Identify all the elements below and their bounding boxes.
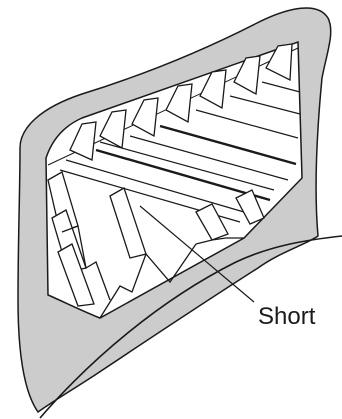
upper-teeth-row: [69, 43, 293, 161]
ridge-5: [229, 95, 301, 115]
cutaway-opening: [45, 40, 303, 319]
tooth-upper-4: [165, 83, 193, 124]
tooth-upper-3: [131, 97, 159, 138]
lower-edge-2: [99, 243, 197, 319]
ridge-1b: [65, 159, 245, 213]
callout-label: Short: [258, 303, 316, 330]
ridge-2: [95, 148, 271, 202]
lower-edge-1: [61, 225, 111, 301]
ridge-3b: [159, 124, 297, 166]
tooth-upper-7: [265, 43, 293, 82]
ridge-2b: [99, 141, 275, 191]
tooth-upper-2: [99, 109, 127, 150]
callout-leader-line: [139, 205, 255, 303]
tooth-upper-1: [69, 121, 97, 161]
ridge-4: [195, 109, 299, 139]
tooth-upper-6: [233, 55, 261, 96]
bore-curve: [39, 235, 342, 419]
ridge-6: [261, 81, 301, 93]
tooth-lower-5: [195, 203, 229, 241]
tooth-lower-edges: [61, 225, 244, 319]
ridge-3: [129, 135, 289, 181]
tooth-lower-3: [57, 243, 95, 307]
lower-edge-3: [195, 237, 244, 245]
tooth-upper-5: [199, 69, 227, 110]
tooth-lower-6: [235, 189, 265, 225]
lower-teeth-row: [47, 171, 265, 307]
